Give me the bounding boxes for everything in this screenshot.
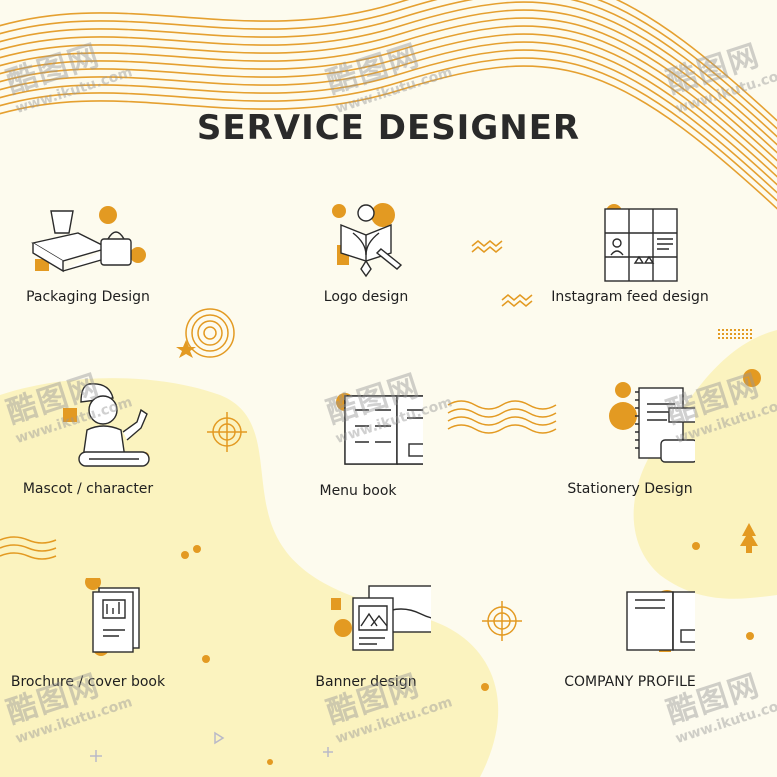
zigzag-decoration	[501, 294, 533, 307]
packaging-icon	[31, 206, 146, 273]
wave-line-decoration	[0, 0, 777, 122]
wave-decoration	[447, 400, 557, 434]
wave-line-decoration	[0, 57, 777, 202]
star-decoration	[176, 340, 196, 358]
logo-design-icon	[332, 203, 403, 278]
service-label: Instagram feed design	[551, 289, 709, 305]
service-stationery: Stationery Design	[530, 380, 730, 497]
service-label: Banner design	[315, 674, 417, 690]
service-label: Stationery Design	[567, 481, 693, 497]
service-instagram: Instagram feed design	[530, 203, 730, 305]
yellow-blob-right	[633, 330, 777, 599]
mascot-icon	[63, 383, 150, 467]
wave-line-decoration	[0, 9, 777, 154]
service-mascot: Mascot / character	[0, 380, 188, 497]
menu-book-icon	[336, 393, 423, 465]
wave-line-decoration	[0, 33, 777, 178]
wave-line-decoration	[0, 41, 777, 186]
banner-icon	[331, 585, 431, 651]
service-label: Menu book	[319, 483, 397, 499]
service-brochure: Brochure / cover book	[0, 578, 188, 690]
dot-grid-decoration	[718, 329, 720, 331]
service-label: COMPANY PROFILE	[564, 674, 696, 690]
dot-grid-decoration	[730, 333, 732, 335]
dot-grid-decoration	[738, 333, 740, 335]
service-company-profile: COMPANY PROFILE	[530, 578, 730, 690]
dot-grid-decoration	[718, 333, 720, 335]
service-label: Logo design	[323, 289, 409, 305]
service-label: Packaging Design	[26, 289, 150, 305]
wave-line-decoration	[0, 0, 777, 130]
brochure-icon	[85, 578, 140, 656]
tree-decoration	[740, 523, 758, 553]
wave-line-decoration	[0, 25, 777, 170]
dot-grid-decoration	[734, 333, 736, 335]
dot-grid-decoration	[722, 337, 724, 339]
wave-line-decoration	[0, 1, 777, 146]
wave-line-decoration	[0, 65, 777, 210]
dot-grid-decoration	[738, 337, 740, 339]
stationery-icon	[609, 382, 695, 463]
company-profile-icon	[626, 590, 695, 652]
page-title: SERVICE DESIGNER	[196, 108, 581, 148]
service-packaging: Packaging Design	[0, 203, 188, 305]
dot-grid-decoration	[750, 333, 752, 335]
dot-grid-decoration	[742, 337, 744, 339]
service-label: Brochure / cover book	[10, 674, 166, 690]
service-label: Mascot / character	[22, 481, 154, 497]
dot-grid-decoration	[722, 329, 724, 331]
dot-grid-decoration	[746, 329, 748, 331]
dot-grid-decoration	[730, 329, 732, 331]
concentric-circle-decoration	[203, 326, 217, 340]
dot-grid-decoration	[750, 329, 752, 331]
dot-grid-decoration	[726, 333, 728, 335]
instagram-grid-icon	[604, 204, 678, 282]
triangle-decoration	[214, 731, 225, 745]
wave-line-decoration	[0, 49, 777, 194]
plus-decoration	[90, 747, 333, 762]
dot-grid-decoration	[742, 329, 744, 331]
service-menu-book: Menu book	[258, 382, 458, 499]
dot-grid-decoration	[750, 337, 752, 339]
dot-grid-decoration	[734, 337, 736, 339]
dot-grid-decoration	[738, 329, 740, 331]
wave-line-decoration	[0, 0, 777, 138]
dot-grid-decoration	[730, 337, 732, 339]
dot-grid-decoration	[734, 329, 736, 331]
wave-line-decoration	[0, 17, 777, 162]
wave-decoration	[0, 536, 57, 560]
dot-grid-decoration	[726, 329, 728, 331]
service-banner: Banner design	[266, 578, 466, 690]
dot-grid-decoration	[718, 337, 720, 339]
yellow-blob-left	[0, 378, 499, 777]
zigzag-decoration	[471, 240, 503, 253]
dot-grid-decoration	[722, 333, 724, 335]
dot-grid-decoration	[746, 333, 748, 335]
dot-grid-decoration	[726, 337, 728, 339]
service-logo: Logo design	[266, 203, 466, 305]
dot-grid-decoration	[746, 337, 748, 339]
dot-grid-decoration	[742, 333, 744, 335]
